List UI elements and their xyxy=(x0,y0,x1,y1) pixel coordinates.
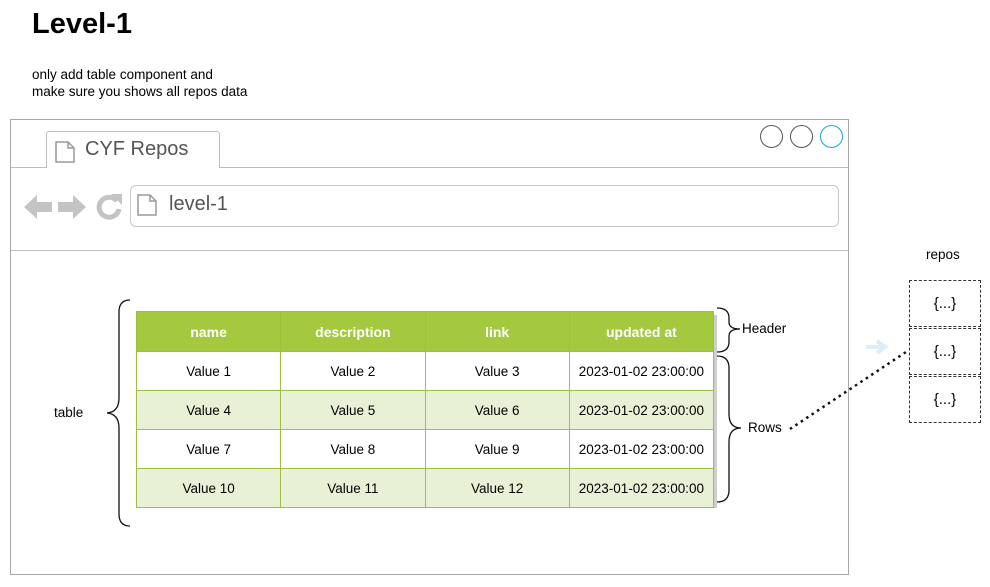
document-icon xyxy=(137,194,157,216)
table-brace xyxy=(106,299,131,527)
column-header: link xyxy=(424,311,570,352)
table-cell: Value 2 xyxy=(280,351,426,391)
close-button[interactable] xyxy=(820,125,843,148)
rows-connector xyxy=(789,350,907,431)
address-bar[interactable]: level-1 xyxy=(130,185,839,227)
header-label: Header xyxy=(742,321,787,336)
table-cell: 2023-01-02 23:00:00 xyxy=(568,429,715,469)
table-cell: Value 9 xyxy=(424,429,570,469)
table-row: Value 7 Value 8 Value 9 2023-01-02 23:00… xyxy=(135,429,715,469)
table-cell: Value 6 xyxy=(424,390,570,430)
column-header: description xyxy=(280,311,426,352)
instruction-line: make sure you shows all repos data xyxy=(32,84,248,99)
repo-item: {...} xyxy=(909,328,981,375)
column-header: name xyxy=(135,311,282,352)
table-cell: 2023-01-02 23:00:00 xyxy=(568,390,715,430)
url-text: level-1 xyxy=(169,193,228,215)
instruction-line: only add table component and xyxy=(32,67,213,82)
minimize-button[interactable] xyxy=(760,125,783,148)
table-cell: Value 10 xyxy=(135,468,282,508)
table-cell: Value 3 xyxy=(424,351,570,391)
rows-brace xyxy=(716,355,742,503)
table-cell: Value 5 xyxy=(280,390,426,430)
repos-table: name description link updated at Value 1… xyxy=(135,311,715,508)
repos-label: repos xyxy=(926,247,960,262)
instructions: only add table component and make sure y… xyxy=(32,66,247,100)
table-row: Value 10 Value 11 Value 12 2023-01-02 23… xyxy=(135,468,715,508)
repo-item: {...} xyxy=(909,376,981,423)
toolbar-divider xyxy=(11,250,848,251)
table-cell: Value 7 xyxy=(135,429,282,469)
table-cell: Value 12 xyxy=(424,468,570,508)
tab-divider xyxy=(11,167,848,168)
maximize-button[interactable] xyxy=(790,125,813,148)
table-cell: Value 11 xyxy=(280,468,426,508)
table-label: table xyxy=(54,405,84,420)
header-brace xyxy=(716,307,741,353)
repo-item: {...} xyxy=(909,280,981,327)
refresh-icon[interactable] xyxy=(95,193,123,221)
table-cell: 2023-01-02 23:00:00 xyxy=(568,468,715,508)
tab-title: CYF Repos xyxy=(85,138,189,160)
back-arrow-icon[interactable] xyxy=(23,193,53,221)
rows-label: Rows xyxy=(748,420,782,435)
page-title: Level-1 xyxy=(32,8,132,40)
repos-table-container: name description link updated at Value 1… xyxy=(135,311,715,508)
forward-arrow-icon[interactable] xyxy=(57,193,87,221)
document-icon xyxy=(55,141,75,163)
browser-tab[interactable]: CYF Repos xyxy=(46,131,220,168)
arrow-icon xyxy=(866,339,889,355)
table-cell: Value 8 xyxy=(280,429,426,469)
table-cell: 2023-01-02 23:00:00 xyxy=(568,351,715,391)
